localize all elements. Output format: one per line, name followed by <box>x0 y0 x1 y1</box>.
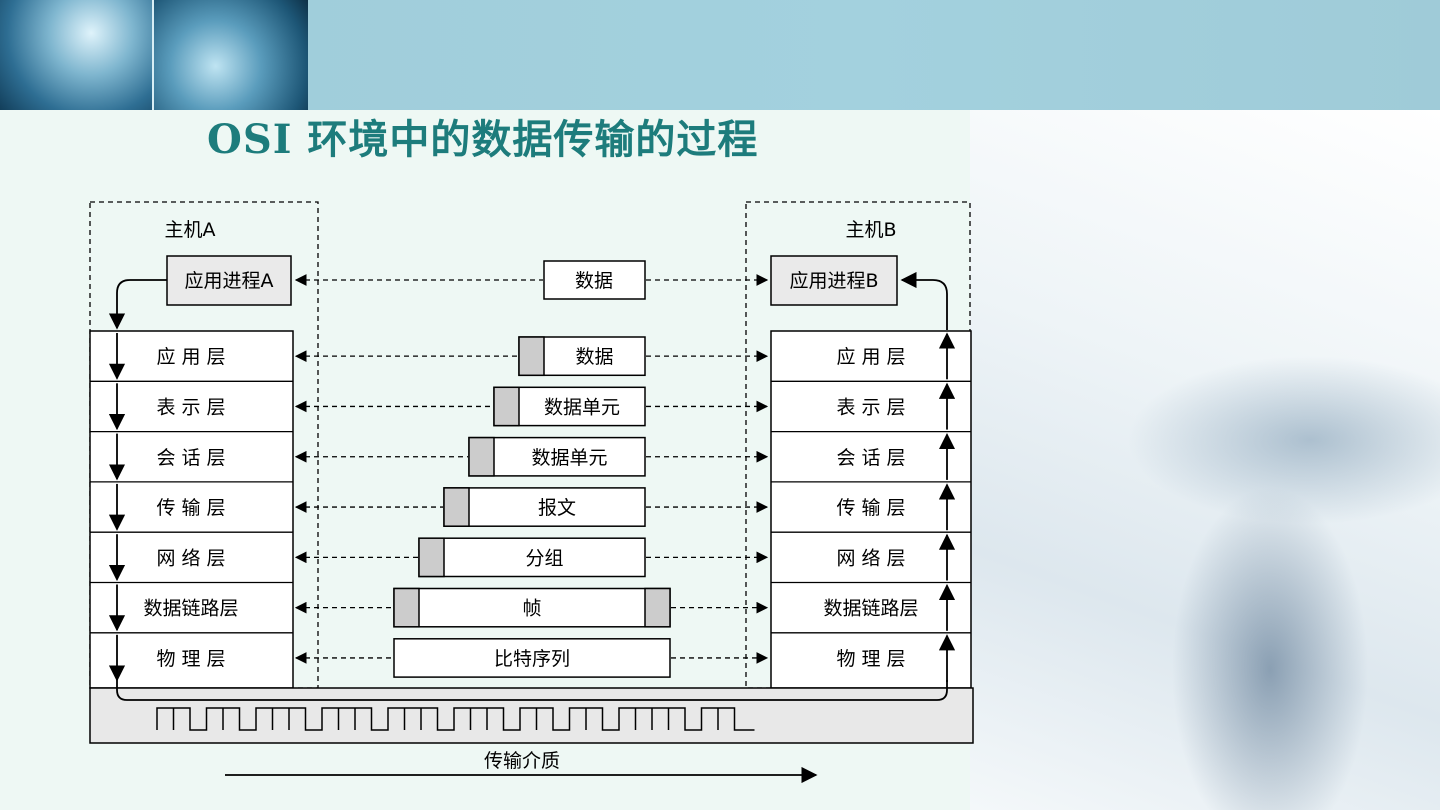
pdu-trailer <box>645 589 670 627</box>
layer-label-b: 数据链路层 <box>823 598 918 620</box>
layer-label-b: 应 用 层 <box>836 346 905 368</box>
pdu-label: 比特序列 <box>494 648 570 670</box>
pdu-label: 数据 <box>575 346 613 368</box>
layer-label-b: 传 输 层 <box>836 497 905 519</box>
layer-label-a: 传 输 层 <box>156 497 225 519</box>
host-b-label: 主机B <box>845 219 896 241</box>
host-a-label: 主机A <box>165 219 216 241</box>
layer-label-b: 会 话 层 <box>836 447 905 469</box>
pdu-label: 帧 <box>522 598 541 620</box>
layer-label-b: 网 络 层 <box>836 547 905 569</box>
process-a-down-arrow <box>117 280 167 328</box>
pdu-header <box>469 438 494 476</box>
pdu-label: 数据单元 <box>531 447 607 469</box>
layer-label-a: 应 用 层 <box>156 346 225 368</box>
pdu-header <box>494 387 519 425</box>
process-a-label: 应用进程A <box>185 270 274 292</box>
process-data-label: 数据 <box>575 270 613 292</box>
layer-label-b: 物 理 层 <box>836 648 905 670</box>
pdu-label: 数据单元 <box>544 396 620 418</box>
layer-label-a: 会 话 层 <box>156 447 225 469</box>
process-b-label: 应用进程B <box>789 270 878 292</box>
pdu-header <box>419 538 444 576</box>
process-b-up-arrow <box>902 280 947 330</box>
pdu-label: 报文 <box>538 497 576 519</box>
layer-label-a: 网 络 层 <box>156 547 225 569</box>
pdu-header <box>394 589 419 627</box>
layer-label-a: 数据链路层 <box>143 598 238 620</box>
pdu-header <box>444 488 469 526</box>
layer-label-b: 表 示 层 <box>836 396 905 418</box>
pdu-header <box>519 337 544 375</box>
pdu-label: 分组 <box>525 547 563 569</box>
medium-label: 传输介质 <box>484 750 560 772</box>
layer-label-a: 物 理 层 <box>156 648 225 670</box>
layer-label-a: 表 示 层 <box>156 396 225 418</box>
